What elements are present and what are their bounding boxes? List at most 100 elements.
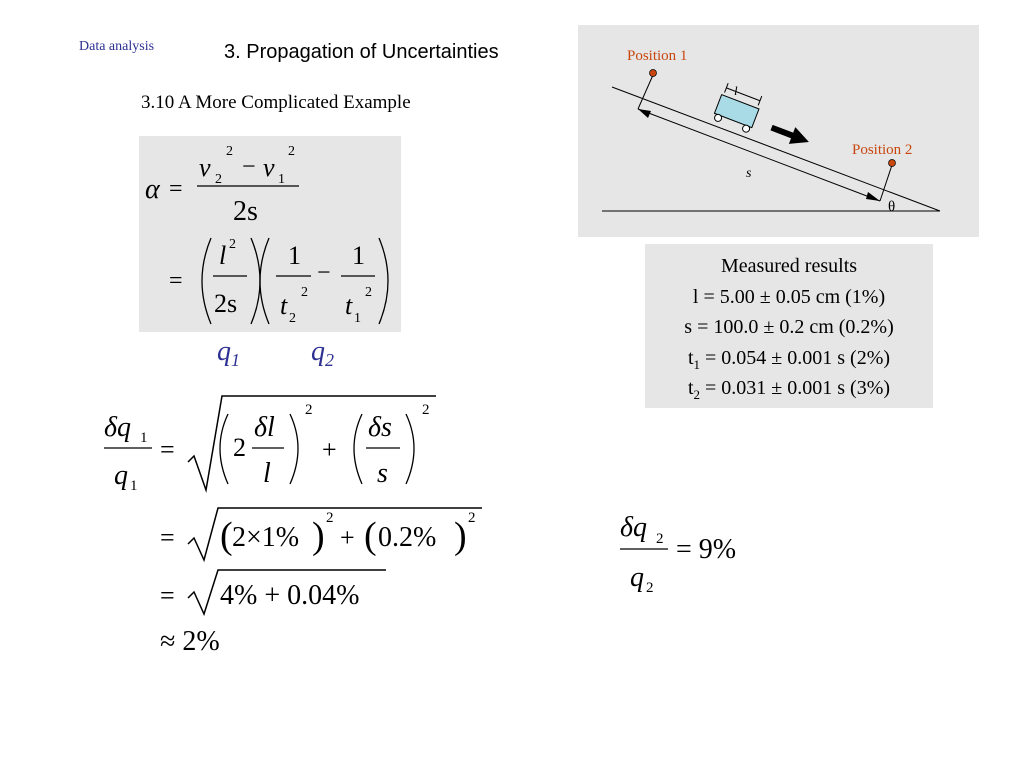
plus-sign: + — [340, 523, 355, 552]
position1-label: Position 1 — [627, 48, 687, 64]
incline-line — [611, 86, 941, 212]
result-row-t1: t1 = 0.054 ± 0.001 s (2%) — [687, 346, 891, 372]
length-symbol: l — [734, 83, 738, 98]
right-paren — [405, 413, 415, 485]
incline-diagram: θ s Position 1 Position 2 l — [578, 25, 979, 237]
l-exponent: 2 — [229, 237, 236, 252]
position2-label: Position 2 — [852, 142, 912, 158]
v1-subscript: 1 — [278, 172, 285, 187]
cart-body — [713, 93, 760, 129]
t1-exponent: 2 — [365, 285, 372, 300]
v2-symbol: v — [199, 153, 211, 182]
two-s-denominator: 2s — [233, 196, 258, 227]
cart-wheel — [714, 113, 723, 122]
v1-exponent: 2 — [288, 144, 295, 159]
q1-label: q1 — [217, 336, 240, 370]
q2-uncertainty-result: δq 2 q 2 = 9% — [612, 506, 772, 611]
q1-derivation-drawing: δq 1 q 1 = 2 δl l 2 + δs s 2 = ( 2×1% ) … — [104, 395, 482, 657]
alpha-symbol: α — [145, 174, 161, 205]
length-tick — [724, 83, 729, 93]
result-row-l: l = 5.00 ± 0.05 cm (1%) — [692, 285, 886, 308]
position1-dot — [649, 69, 657, 77]
equals-sign: = — [160, 581, 175, 610]
two-factor: 2 — [233, 433, 246, 462]
q1-denominator: q — [114, 460, 128, 491]
q1-subscript: 1 — [130, 478, 138, 494]
plus-sign: + — [322, 435, 337, 464]
nine-percent: = 9% — [676, 534, 736, 565]
equals-sign: = — [160, 435, 175, 464]
q2-subscript: 2 — [646, 580, 654, 596]
delta-s: δs — [368, 412, 392, 443]
right-paren: ) — [312, 515, 325, 557]
cart — [713, 83, 763, 133]
minus-sign: − — [317, 260, 331, 286]
t2-subscript: 2 — [289, 311, 296, 326]
position2-marker-line — [879, 164, 893, 202]
right-paren — [289, 413, 299, 485]
exponent-two: 2 — [468, 510, 476, 526]
exponent-two: 2 — [422, 402, 430, 418]
left-paren — [219, 413, 229, 485]
q2-denominator: q — [630, 562, 644, 593]
equals-sign: = — [169, 268, 183, 294]
result-row-s: s = 100.0 ± 0.2 cm (0.2%) — [684, 316, 894, 338]
q1-uncertainty-derivation: δq 1 q 1 = 2 δl l 2 + δs s 2 = ( 2×1% ) … — [100, 392, 500, 672]
two-s-denominator: 2s — [214, 289, 237, 318]
equals-sign: = — [169, 176, 183, 202]
left-paren — [259, 237, 270, 325]
incline-drawing: θ s Position 1 Position 2 l — [602, 48, 941, 215]
q2-result-drawing: δq 2 q 2 = 9% — [620, 512, 736, 596]
approx-two-percent: ≈ 2% — [160, 626, 220, 657]
length-tick — [757, 95, 763, 106]
slide-subtitle: 3.10 A More Complicated Example — [141, 92, 411, 113]
result-row-t2: t2 = 0.031 ± 0.001 s (3%) — [687, 377, 891, 402]
cart-wheel — [742, 124, 751, 133]
square-root-sign — [187, 569, 386, 617]
position2-dot — [888, 159, 896, 167]
distance-symbol: s — [746, 166, 752, 181]
q2-subscript: 2 — [656, 531, 664, 547]
delta-l: δl — [254, 412, 275, 443]
one-numerator: 1 — [352, 241, 365, 270]
q1-subscript: 1 — [140, 430, 148, 446]
acceleration-formula-box: α = v 2 2 − v 1 2 2s = l 2 2s 1 t 2 2 − … — [139, 136, 401, 332]
q2-label: q2 — [311, 336, 334, 370]
exponent-two: 2 — [326, 510, 334, 526]
two-times-one-percent: 2×1% — [232, 522, 299, 553]
l-symbol: l — [219, 241, 226, 270]
right-paren — [250, 237, 261, 325]
motion-arrow — [770, 124, 809, 144]
length-arrow — [726, 87, 761, 102]
position1-marker-line — [637, 74, 654, 110]
left-paren: ( — [220, 515, 233, 557]
square-root-sign — [187, 507, 482, 563]
delta-q1-numerator: δq — [104, 412, 131, 443]
section-label: Data analysis — [79, 39, 155, 54]
t2-exponent: 2 — [301, 285, 308, 300]
one-numerator: 1 — [288, 241, 301, 270]
t2-symbol: t — [280, 291, 288, 320]
arrow-head-right — [866, 192, 880, 201]
arrow-head-left — [638, 109, 651, 118]
square-root-sign — [187, 395, 436, 493]
results-heading: Measured results — [720, 255, 858, 277]
motion-arrow-head — [788, 127, 809, 144]
l-denominator: l — [263, 458, 271, 489]
exponent-two: 2 — [305, 402, 313, 418]
slide-title: 3. Propagation of Uncertainties — [224, 41, 499, 63]
point-two-percent: 0.2% — [378, 522, 436, 553]
v1-symbol: v — [263, 153, 275, 182]
v2-exponent: 2 — [226, 144, 233, 159]
minus-sign: − — [242, 154, 256, 180]
right-paren — [378, 237, 389, 325]
s-denominator: s — [377, 458, 388, 489]
right-paren: ) — [454, 515, 467, 557]
delta-q2-numerator: δq — [620, 512, 647, 543]
t1-subscript: 1 — [354, 311, 361, 326]
left-paren — [201, 237, 212, 325]
v2-subscript: 2 — [215, 172, 222, 187]
motion-arrow-shaft — [770, 124, 796, 140]
sum-percent: 4% + 0.04% — [220, 580, 359, 611]
equals-sign: = — [160, 523, 175, 552]
